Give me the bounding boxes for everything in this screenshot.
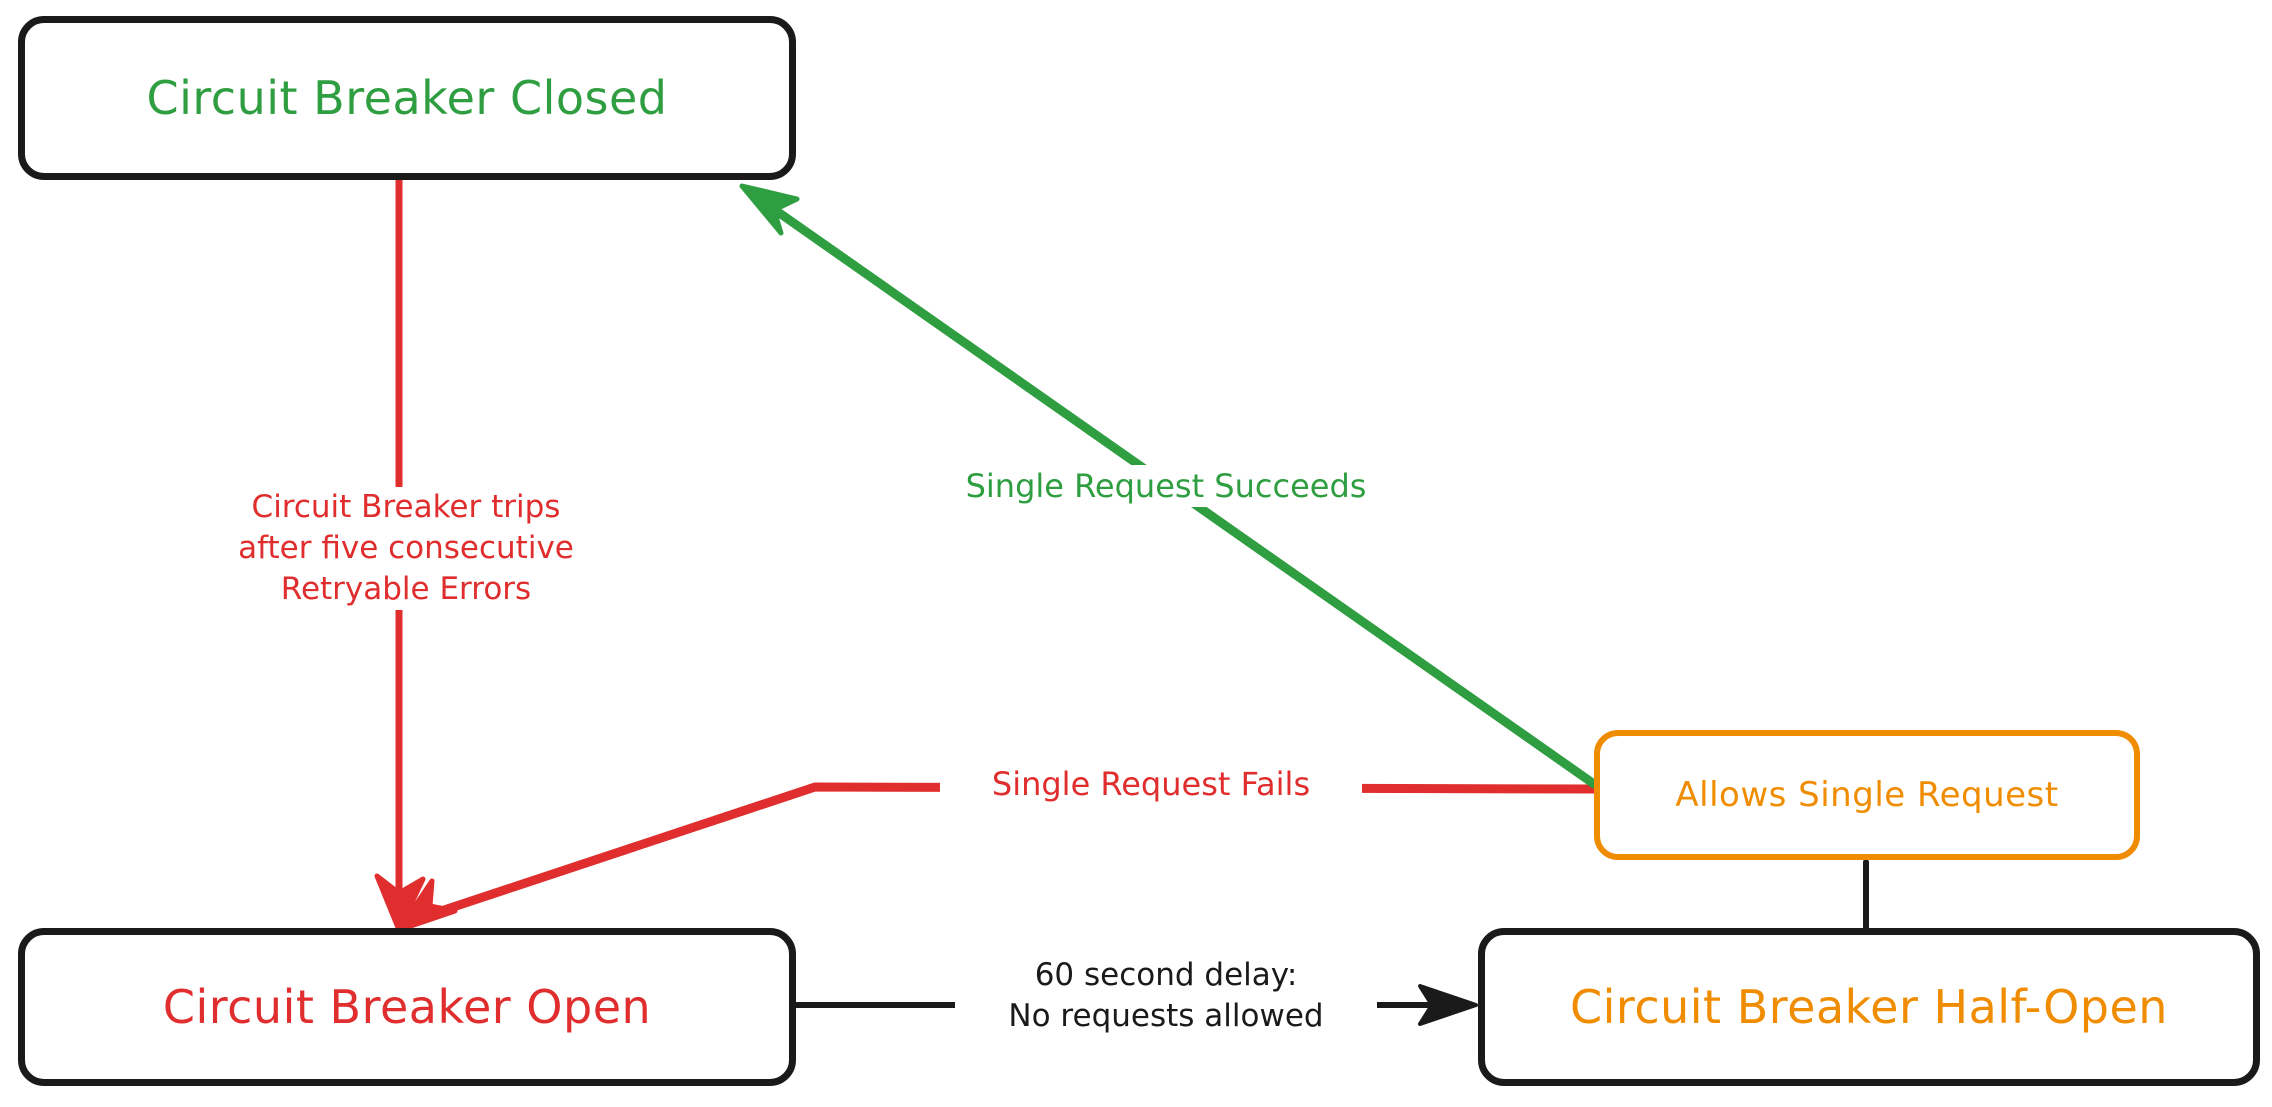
edge-label-line: Single Request Succeeds — [965, 467, 1367, 505]
node-label-allows: Allows Single Request — [1675, 775, 2059, 815]
node-label-closed: Circuit Breaker Closed — [146, 71, 668, 125]
edge-label-line: Retryable Errors — [280, 570, 532, 607]
node-circuit-breaker-half-open[interactable]: Circuit Breaker Half-Open — [1478, 928, 2260, 1086]
edge-label-open-to-halfopen: 60 second delay: No requests allowed — [955, 955, 1377, 1037]
edge-label-line: Single Request Fails — [991, 765, 1311, 803]
edge-label-allows-to-open: Single Request Fails — [940, 763, 1362, 806]
node-label-open: Circuit Breaker Open — [162, 980, 652, 1034]
edge-label-closed-to-open: Circuit Breaker trips after five consecu… — [185, 487, 627, 610]
edge-allows-to-open — [396, 782, 1599, 933]
node-allows-single-request[interactable]: Allows Single Request — [1594, 730, 2140, 860]
edge-label-allows-to-closed: Single Request Succeeds — [915, 465, 1417, 508]
node-circuit-breaker-closed[interactable]: Circuit Breaker Closed — [18, 16, 796, 180]
edge-label-line: after five consecutive — [238, 529, 574, 566]
node-label-half-open: Circuit Breaker Half-Open — [1570, 980, 2168, 1034]
edge-label-line: No requests allowed — [1008, 997, 1324, 1034]
node-circuit-breaker-open[interactable]: Circuit Breaker Open — [18, 928, 796, 1086]
edge-label-line: Circuit Breaker trips — [251, 489, 561, 525]
edge-label-line: 60 second delay: — [1034, 957, 1298, 993]
